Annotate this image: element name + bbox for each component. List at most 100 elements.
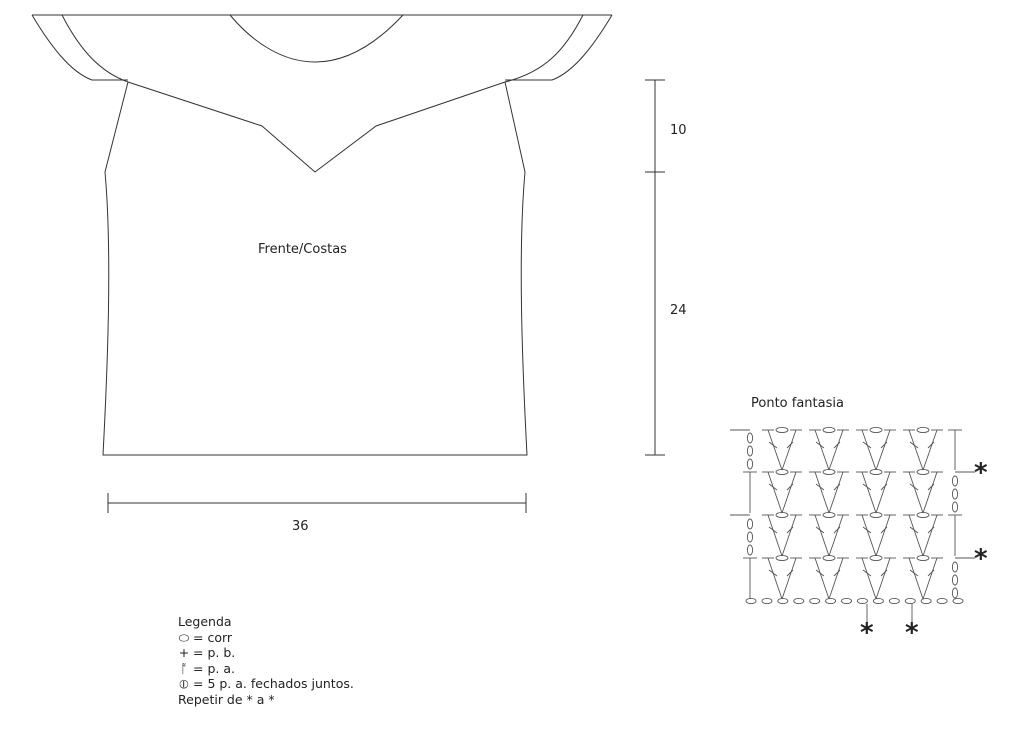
chain-stitch (952, 597, 964, 605)
turning-chain (951, 475, 959, 487)
chain-stitch (745, 597, 757, 605)
chain-stitch (872, 597, 884, 605)
collar-outline (31, 14, 613, 83)
double-crochet-bar (768, 569, 778, 577)
double-crochet-bar (909, 569, 919, 577)
double-crochet-bar (768, 483, 778, 491)
double-crochet (828, 557, 844, 600)
double-crochet-bar (880, 483, 888, 491)
chain-stitch (777, 597, 789, 605)
chain-stitch (775, 426, 789, 434)
chain-stitch (869, 468, 883, 476)
double-crochet (828, 429, 844, 471)
piece-label: Frente/Costas (258, 242, 347, 257)
chain-stitch (869, 511, 883, 519)
chain-stitch (793, 597, 805, 605)
double-crochet-bar (815, 483, 825, 491)
double-crochet-bar (927, 441, 935, 449)
chain-stitch (916, 511, 930, 519)
double-crochet (767, 514, 783, 557)
double-crochet (767, 429, 783, 471)
double-crochet-bar (862, 441, 872, 449)
double-crochet (814, 429, 830, 471)
chain-stitch (920, 597, 932, 605)
chain-stitch (916, 554, 930, 562)
lower-height-label: 24 (670, 303, 687, 318)
chain-stitch (822, 554, 836, 562)
double-crochet (814, 557, 830, 600)
width-dimension-line (107, 493, 527, 513)
stitch-chart (730, 426, 975, 622)
turning-chain (951, 488, 959, 500)
upper-height-label: 10 (670, 123, 687, 138)
double-crochet-bar (833, 441, 841, 449)
legend-repeat-note: Repetir de * a * (178, 691, 275, 707)
double-crochet-bar (815, 526, 825, 534)
double-crochet (781, 429, 797, 471)
chain-stitch (936, 597, 948, 605)
double-crochet (908, 471, 924, 514)
double-crochet-bar (833, 569, 841, 577)
double-crochet (828, 514, 844, 557)
double-crochet (861, 429, 877, 471)
double-crochet-bar (909, 441, 919, 449)
double-crochet-bar (815, 441, 825, 449)
repeat-marker-row-1: * (974, 458, 988, 488)
double-crochet-bar (909, 526, 919, 534)
chain-stitch (822, 468, 836, 476)
double-crochet-icon: ᚩ (180, 660, 188, 676)
double-crochet (861, 471, 877, 514)
chart-title: Ponto fantasia (751, 396, 844, 411)
legend-item: ᚩ= p. a. (178, 661, 354, 677)
double-crochet (875, 557, 891, 600)
chain-stitch (775, 554, 789, 562)
chain-stitch (888, 597, 900, 605)
legend: Legenda ⬭= corr += p. b. ᚩ= p. a. ⦶= 5 p… (178, 614, 354, 707)
height-dimension-line (645, 79, 665, 456)
double-crochet (781, 514, 797, 557)
collar-v-edge (127, 81, 506, 173)
double-crochet-bar (815, 569, 825, 577)
chain-stitch (775, 468, 789, 476)
width-label: 36 (292, 519, 309, 534)
single-crochet-cross-icon: + (178, 645, 190, 660)
double-crochet-bar (786, 569, 794, 577)
legend-item: += p. b. (178, 645, 236, 660)
double-crochet (767, 471, 783, 514)
turning-chain (951, 574, 959, 586)
double-crochet (767, 557, 783, 600)
repeat-marker-row-2: * (974, 544, 988, 574)
chain-stitch (916, 426, 930, 434)
turning-chain (746, 544, 754, 556)
chain-stitch (825, 597, 837, 605)
legend-item: ⬭= corr (178, 629, 233, 645)
double-crochet-bar (862, 569, 872, 577)
double-crochet (908, 557, 924, 600)
double-crochet (828, 471, 844, 514)
double-crochet (922, 557, 938, 600)
double-crochet-bar (862, 526, 872, 534)
double-crochet (908, 514, 924, 557)
double-crochet (781, 471, 797, 514)
chain-stitch (904, 597, 916, 605)
chain-stitch (822, 511, 836, 519)
double-crochet-bar (909, 483, 919, 491)
double-crochet (875, 514, 891, 557)
chain-stitch (869, 554, 883, 562)
chain-stitch (841, 597, 852, 605)
body-outline (102, 81, 528, 456)
double-crochet (875, 471, 891, 514)
double-crochet (875, 429, 891, 471)
turning-chain (746, 518, 754, 530)
chain-stitch (822, 426, 836, 434)
chain-stitch (761, 597, 773, 605)
chain-oval-icon: ⬭ (178, 629, 190, 645)
double-crochet-bar (927, 483, 935, 491)
double-crochet-bar (786, 483, 794, 491)
turning-chain (951, 587, 959, 599)
double-crochet-bar (786, 526, 794, 534)
double-crochet (781, 557, 797, 600)
double-crochet-bar (880, 569, 888, 577)
double-crochet-bar (833, 483, 841, 491)
